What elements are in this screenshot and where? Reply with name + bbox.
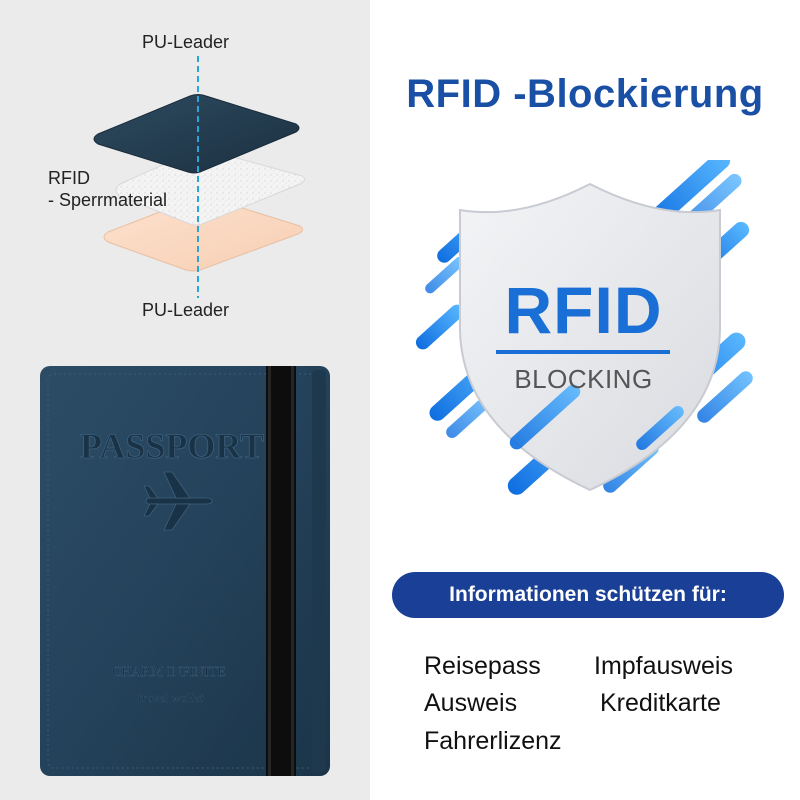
doc-reisepass: Reisepass <box>424 652 541 680</box>
layer-diagram <box>93 56 306 298</box>
doc-fahrerlizenz: Fahrerlizenz <box>424 727 562 755</box>
passport-wallet: PASSPORT CHARM INFINITE travel wallet <box>40 366 330 776</box>
doc-ausweis: Ausweis <box>424 689 518 717</box>
shield-blocking-text: BLOCKING <box>514 364 653 394</box>
doc-kreditkarte: Kreditkarte <box>600 689 721 717</box>
page-title: RFID -Blockierung <box>406 72 764 116</box>
shield-graphic <box>415 160 753 495</box>
info-banner: Informationen schützen für: <box>392 572 784 618</box>
info-banner-text: Informationen schützen für: <box>449 583 727 606</box>
shield-shape <box>459 182 721 492</box>
airplane-icon <box>143 471 213 531</box>
label-rfid-line1: RFID <box>48 168 90 188</box>
passport-subtitle: travel wallet <box>138 690 204 705</box>
passport-brand: CHARM INFINITE <box>112 665 226 680</box>
label-pu-top: PU-Leader <box>142 32 230 52</box>
shield-rfid-text: RFID <box>504 273 663 347</box>
doc-impfausweis: Impfausweis <box>594 652 733 680</box>
label-pu-bottom: PU-Leader <box>142 300 230 320</box>
passport-title: PASSPORT <box>80 426 264 466</box>
label-rfid-line2: - Sperrmaterial <box>48 190 168 210</box>
shield-underline <box>496 350 670 354</box>
pu-layer-top <box>93 94 300 174</box>
